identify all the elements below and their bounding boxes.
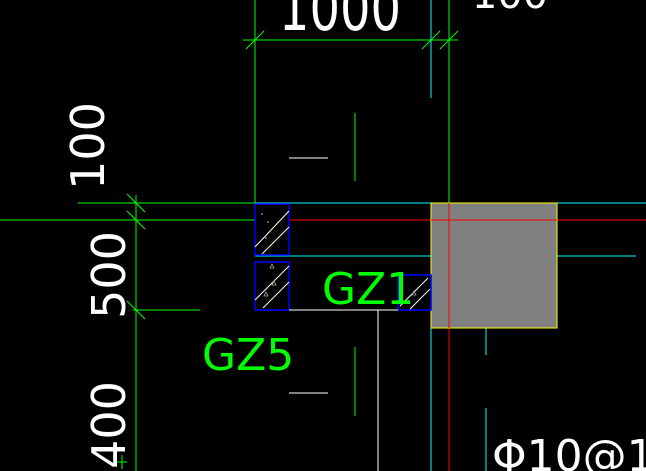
dim-text-left-middle: 500 xyxy=(82,231,136,319)
dim-tick-left-a xyxy=(126,193,146,213)
label-gz5[interactable]: GZ5 xyxy=(202,330,294,381)
structural-column[interactable] xyxy=(430,202,558,329)
dim-text-left-lower: 400 xyxy=(82,381,136,469)
wall-lines xyxy=(78,0,646,471)
hatched-column-gz1[interactable] xyxy=(397,274,432,311)
dim-text-top-width: 1000 xyxy=(279,0,401,46)
hatched-column-lower[interactable] xyxy=(254,261,290,311)
dim-tick-top-right xyxy=(439,30,459,50)
dim-tick-left-b xyxy=(126,210,146,230)
hatched-column-upper[interactable] xyxy=(254,203,290,256)
dim-text-left-upper: 100 xyxy=(61,102,115,190)
label-gz1[interactable]: GZ1 xyxy=(322,264,414,315)
dim-tick-top-left xyxy=(245,30,265,50)
dim-tick-top-mid xyxy=(421,30,441,50)
section-mark-lower xyxy=(289,347,356,416)
outline-lines xyxy=(289,309,398,471)
dimension-lines xyxy=(0,0,459,471)
label-rebar-spec[interactable]: Φ10@150 xyxy=(492,431,646,471)
dim-text-top-right: 100 xyxy=(472,0,548,18)
section-mark-upper xyxy=(289,113,356,181)
dim-tick-left-c xyxy=(126,300,146,320)
